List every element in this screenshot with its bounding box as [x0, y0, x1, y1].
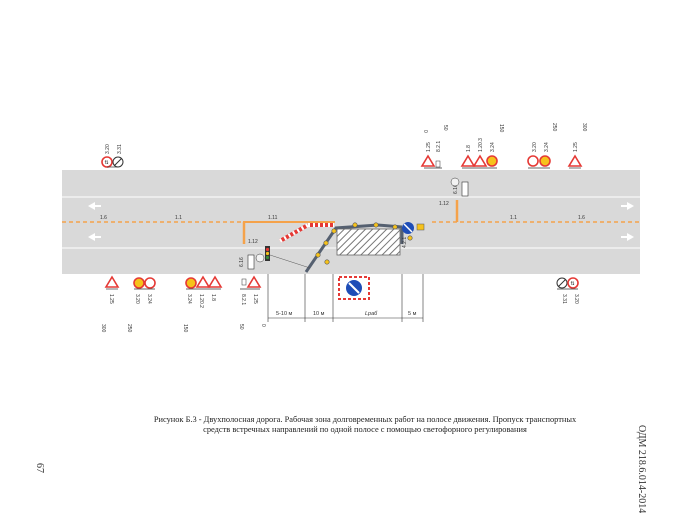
figure-caption: Рисунок Б.3 - Двухполосная дорога. Рабоч… — [120, 415, 610, 435]
taper-barrier — [279, 223, 334, 243]
dimension-label: 10 м — [313, 311, 325, 317]
svg-text:⇅: ⇅ — [105, 160, 109, 166]
sign-label: 3.31 — [117, 144, 123, 154]
sign-label: 3.20 — [532, 142, 538, 152]
sign-label: 3.24 — [544, 142, 550, 152]
sign-label: 1.20.2 — [198, 294, 204, 308]
sign-label: 6.16 — [453, 184, 459, 194]
sign-group-bottom-0: 8.2.1 1.25 — [240, 275, 262, 305]
page-number: 67 — [34, 463, 45, 473]
sign-label: 8.2.1 — [436, 141, 442, 152]
sign-group-top-left: ⇅ 3.20 3.31 — [101, 144, 124, 168]
distance-label: 250 — [551, 123, 557, 132]
document-code: ОДМ 218.6.014-2014 — [636, 425, 647, 513]
distance-label: 50 — [238, 324, 244, 330]
sign-pointer — [269, 254, 311, 269]
direction-arrows — [88, 202, 634, 241]
sign-label: 1.8 — [210, 294, 216, 301]
svg-text:⇅: ⇅ — [571, 281, 575, 287]
distance-label: 150 — [498, 124, 504, 133]
cone-markers — [315, 222, 413, 265]
distance-label: 0 — [422, 130, 428, 133]
distance-label: 250 — [126, 324, 132, 333]
marking-label: 1.12 — [439, 201, 449, 207]
dimension-label: Lраб — [365, 311, 378, 317]
marking-label: 1.6 — [100, 215, 107, 221]
distance-label: 300 — [100, 324, 106, 333]
sign-group-bottom-3: 1.25 — [104, 275, 120, 304]
marking-label: 1.6 — [578, 215, 585, 221]
keep-right-sign-in-road — [402, 222, 414, 234]
stop-place-sign-bottom: 6.16 — [239, 253, 265, 270]
sign-label: 1.25 — [108, 294, 114, 304]
sign-label: 1.8 — [466, 145, 472, 152]
sign-label: 3.24 — [490, 142, 496, 152]
sign-group-bottom-1: 3.24 1.20.2 1.8 — [185, 275, 223, 308]
traffic-light-right — [416, 223, 425, 231]
marking-label: 1.11 — [268, 215, 278, 221]
caption-line: Рисунок Б.3 - Двухполосная дорога. Рабоч… — [153, 415, 577, 424]
distance-label: 0 — [260, 324, 266, 327]
distance-label: 300 — [581, 123, 587, 132]
sign-label: 1.25 — [426, 142, 432, 152]
sign-label: 1.25 — [252, 294, 258, 304]
dimension-label: 5-10 м — [276, 311, 293, 317]
sign-group-top-2: 3.20 3.24 — [527, 142, 551, 169]
marking-label: 1.1 — [510, 215, 517, 221]
sign-label: 3.24 — [146, 294, 152, 304]
sign-group-bottom-right: ⇅ 3.31 3.20 — [556, 277, 579, 304]
dimension-label: 5 м — [408, 311, 417, 317]
distance-label: 150 — [182, 324, 188, 333]
sign-label: 3.20 — [105, 144, 111, 154]
traffic-light-left — [265, 246, 270, 261]
marking-label: 1.1 — [175, 215, 182, 221]
caption-line: средств встречных направлений по одной п… — [203, 425, 527, 434]
sign-label: 6.16 — [239, 257, 245, 267]
roadway — [62, 170, 640, 274]
work-area — [336, 228, 401, 256]
detour-board — [338, 276, 370, 300]
marking-label: 1.12 — [248, 239, 258, 245]
sign-label: 1.25 — [573, 142, 579, 152]
sign-label: 3.31 — [561, 294, 567, 304]
sign-label: 1.20.3 — [478, 138, 484, 152]
sign-label: 8.2.1 — [240, 294, 246, 305]
distance-label: 50 — [442, 125, 448, 131]
stop-place-sign-top: 6.16 — [450, 177, 469, 197]
sign-group-top-3: 1.25 — [567, 142, 583, 169]
road-scheme: 1.6 1.1 1.11 1.12 1.12 1.1 1.6 — [62, 123, 640, 333]
sign-group-bottom-2: 3.20 3.24 — [133, 277, 156, 304]
sign-label: 3.20 — [134, 294, 140, 304]
sign-group-top-1: 1.8 1.20.3 3.24 — [460, 138, 498, 169]
sign-label: 3.20 — [573, 294, 579, 304]
dimension-line — [267, 274, 424, 322]
sign-label: 3.24 — [186, 294, 192, 304]
sign-group-top-0: 1.25 8.2.1 — [420, 141, 442, 169]
sign-label-keep-right: 4.2.1 — [402, 237, 408, 248]
